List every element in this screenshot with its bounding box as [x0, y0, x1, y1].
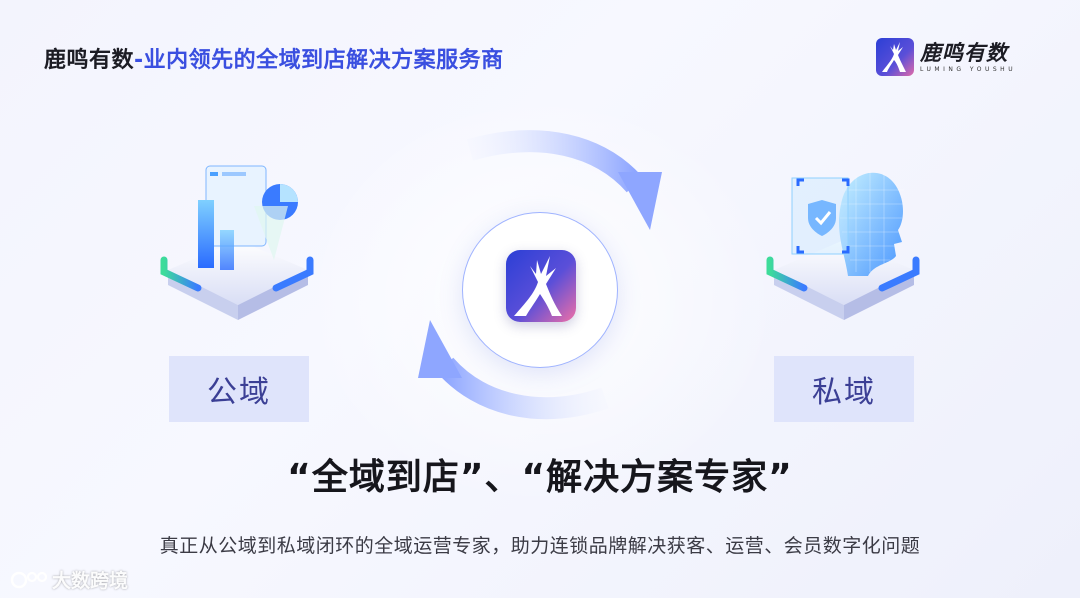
watermark: 大数跨境: [10, 566, 128, 593]
title-brand: 鹿鸣有数: [44, 48, 134, 73]
subline: 真正从公域到私域闭环的全域运营专家，助力连锁品牌解决获客、运营、会员数字化问题: [0, 531, 1080, 558]
public-domain-illustration: [158, 160, 318, 330]
watermark-text: 大数跨境: [52, 566, 128, 593]
watermark-logo-icon: [10, 569, 48, 591]
deer-logo-icon: [876, 38, 914, 76]
private-domain-illustration: [764, 160, 924, 330]
tagline: “全域到店”、“解决方案专家”: [0, 448, 1080, 500]
logo-text: 鹿鸣有数: [920, 41, 1016, 65]
title-tagline: -业内领先的全域到店解决方案服务商: [134, 48, 504, 73]
brand-logo: 鹿鸣有数 LUMING YOUSHU: [876, 38, 1016, 76]
public-domain-label: 公域: [169, 356, 309, 422]
logo-subtext: LUMING YOUSHU: [920, 66, 1016, 73]
deer-app-icon: [506, 250, 576, 322]
private-domain-label: 私域: [774, 356, 914, 422]
page-title: 鹿鸣有数-业内领先的全域到店解决方案服务商: [44, 42, 504, 74]
